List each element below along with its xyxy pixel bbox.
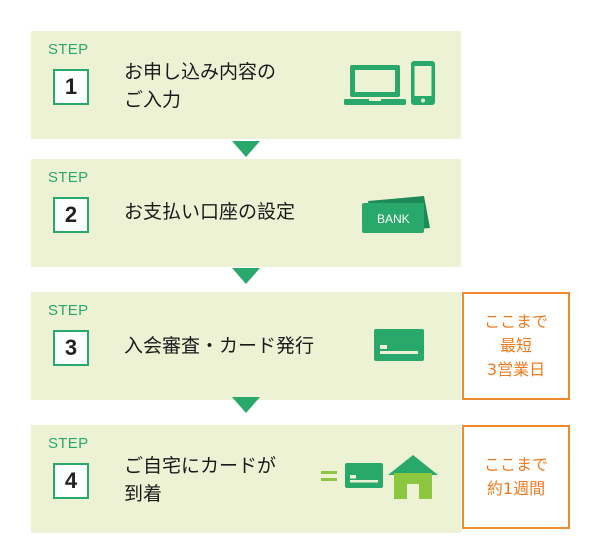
- step-label: STEP: [48, 435, 89, 452]
- note-line: ここまで: [483, 312, 548, 331]
- step-number: 2: [53, 197, 89, 233]
- note-line: 約1週間: [486, 479, 546, 498]
- step-label: STEP: [48, 41, 89, 58]
- laptop-icon: [344, 65, 406, 105]
- lead-time-note: ここまで 最短 3営業日: [462, 292, 570, 400]
- note-line: 3営業日: [486, 360, 546, 379]
- step-title-line: お支払い口座の設定: [124, 201, 296, 223]
- step-number: 4: [53, 463, 89, 499]
- step-title-line: ご入力: [124, 89, 182, 111]
- step-3-panel: STEP 3 入会審査・カード発行: [31, 292, 461, 400]
- smartphone-icon: [411, 61, 435, 105]
- house-icon: [388, 455, 438, 499]
- credit-card-icon: [374, 329, 424, 361]
- bank-label: BANK: [377, 212, 410, 226]
- equals-icon: [321, 471, 337, 481]
- step-title: ご自宅にカードが 到着: [124, 452, 276, 508]
- flow-arrow: [232, 141, 260, 157]
- lead-time-note: ここまで 約1週間: [462, 425, 570, 529]
- step-title-line: ご自宅にカードが: [124, 455, 277, 477]
- step-2-panel: STEP 2 お支払い口座の設定 BANK: [31, 159, 461, 267]
- step-title: 入会審査・カード発行: [124, 332, 314, 360]
- bank-card-icon: BANK: [362, 196, 430, 233]
- step-title-line: 入会審査・カード発行: [124, 335, 315, 357]
- step-title-line: 到着: [124, 483, 163, 505]
- step-title: お支払い口座の設定: [124, 198, 295, 226]
- step-1-panel: STEP 1 お申し込み内容の ご入力: [31, 31, 461, 139]
- credit-card-icon: [345, 463, 383, 488]
- step-number: 3: [53, 330, 89, 366]
- step-label: STEP: [48, 302, 89, 319]
- note-line: 最短: [499, 336, 532, 355]
- step-title-line: お申し込み内容の: [124, 61, 277, 83]
- step-label: STEP: [48, 169, 89, 186]
- step-number: 1: [53, 69, 89, 105]
- step-title: お申し込み内容の ご入力: [124, 58, 276, 114]
- note-line: ここまで: [483, 455, 548, 474]
- flow-arrow: [232, 268, 260, 284]
- flow-arrow: [232, 397, 260, 413]
- step-4-panel: STEP 4 ご自宅にカードが 到着: [31, 425, 461, 533]
